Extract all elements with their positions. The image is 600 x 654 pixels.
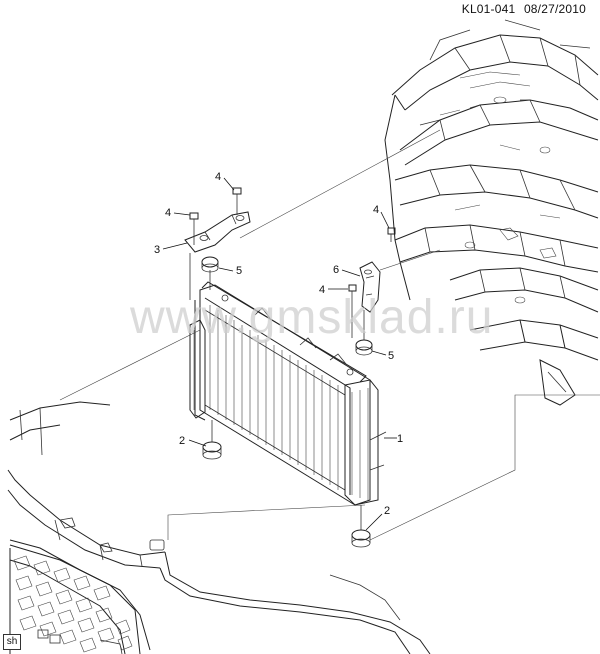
callout-1: 1 [397,433,403,445]
diagram-header: KL01-041 08/27/2010 [462,2,586,16]
front-bumper-fascia [7,401,431,654]
left-bracket [184,211,251,253]
front-grille [9,544,141,654]
callout-4-middle: 4 [319,284,325,296]
callout-2-lower-right: 2 [384,505,390,517]
callout-labels: 1 2 2 3 4 4 4 4 5 5 6 [154,171,403,517]
callout-4-top: 4 [215,171,221,183]
diagram-code: KL01-041 [461,2,516,16]
rubber-insulators [201,256,373,548]
callout-3: 3 [154,244,160,256]
callout-4-left: 4 [165,207,171,219]
radiator-assembly [189,281,387,506]
callout-4-right: 4 [373,204,379,216]
vehicle-body-structure [384,19,599,406]
right-bracket [359,261,381,313]
alignment-lines [59,129,600,541]
radiator-core-fins [209,305,339,490]
callout-5-left: 5 [236,265,242,277]
callout-leaders [162,177,397,531]
bolt-fasteners [189,187,396,300]
callout-2-lower-left: 2 [179,435,185,447]
callout-6: 6 [333,264,339,276]
diagram-date: 08/27/2010 [523,2,586,16]
callout-5-right: 5 [388,350,394,362]
corner-tag: sh [3,634,21,650]
